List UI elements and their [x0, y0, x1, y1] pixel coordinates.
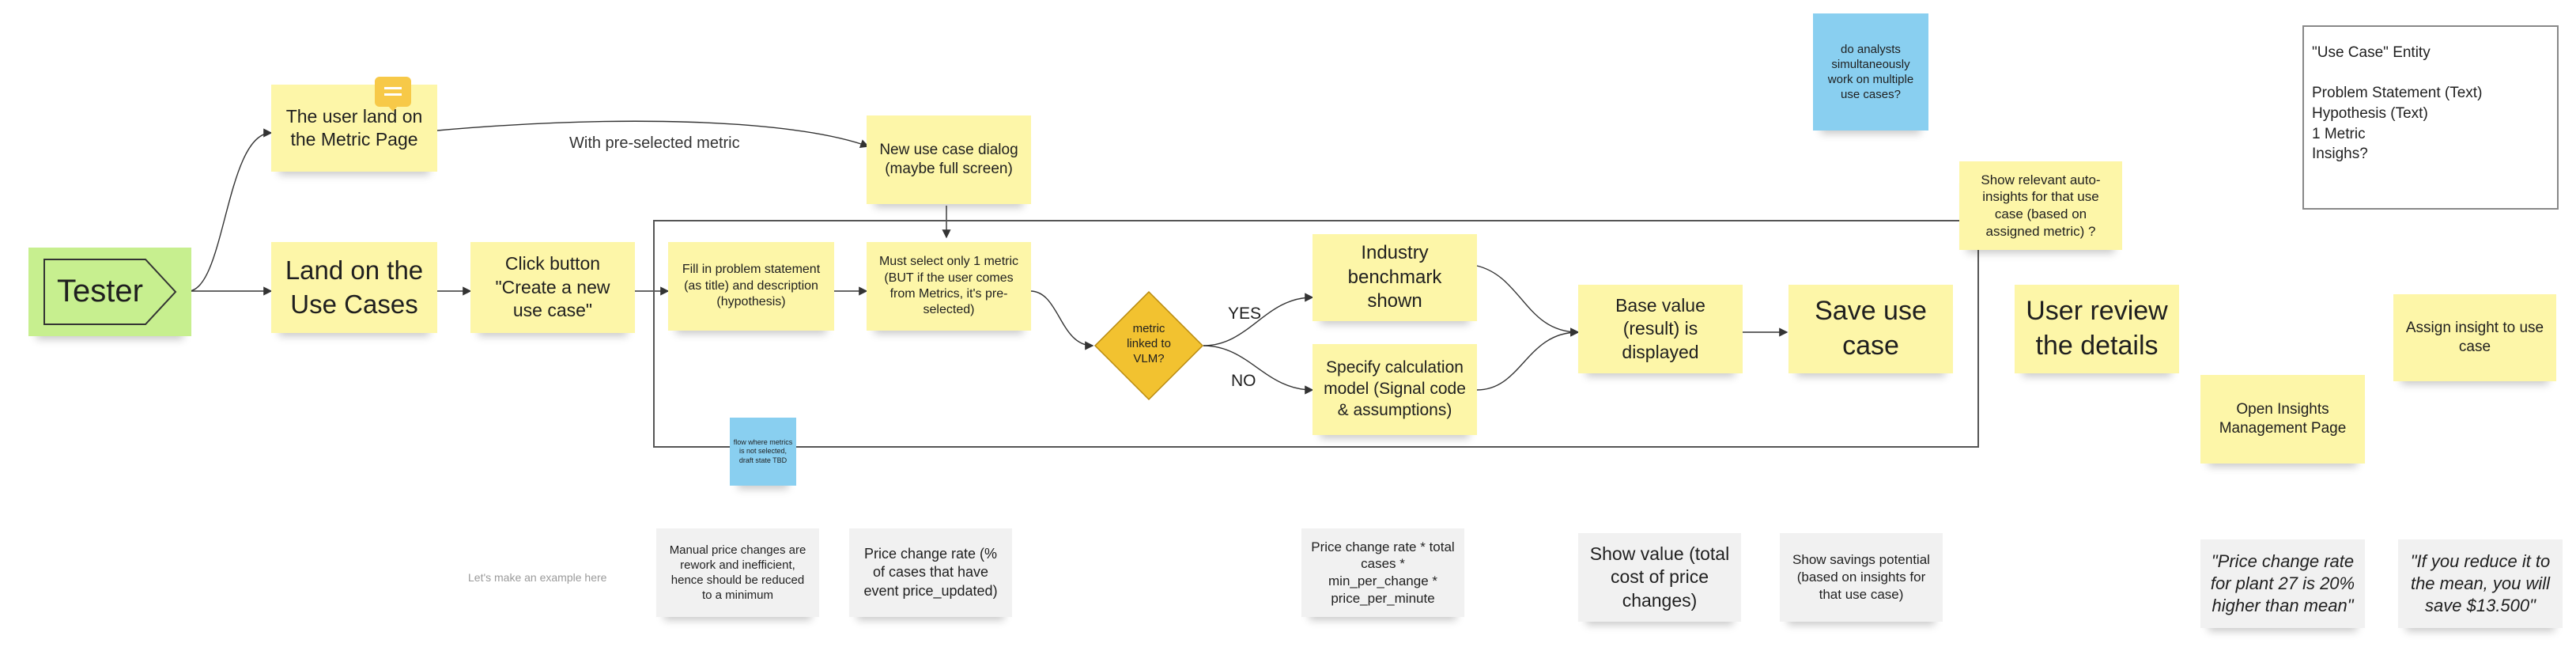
label-example: Let's make an example here: [468, 571, 607, 584]
sticky-user-review[interactable]: User review the details: [2015, 285, 2179, 373]
label-preselected-metric: With pre-selected metric: [569, 134, 740, 152]
pentagon-shape: [43, 259, 177, 325]
sticky-quote-reduce-text: "If you reduce it to the mean, you will …: [2410, 551, 2551, 616]
sticky-user-land-metric-page[interactable]: The user land on the Metric Page: [271, 85, 437, 172]
sticky-tester[interactable]: Tester: [28, 248, 191, 336]
sticky-specify-calculation-text: Specify calculation model (Signal code &…: [1324, 358, 1466, 419]
sticky-new-use-case-dialog-text: New use case dialog (maybe full screen): [879, 141, 1018, 177]
sticky-land-use-cases-text: Land on the Use Cases: [285, 255, 424, 319]
sticky-price-change-rate[interactable]: Price change rate (% of cases that have …: [849, 528, 1012, 617]
sticky-user-review-text: User review the details: [2026, 296, 2168, 361]
sticky-click-button-create-text: Click button "Create a new use case": [495, 253, 610, 321]
sticky-new-use-case-dialog[interactable]: New use case dialog (maybe full screen): [867, 115, 1031, 204]
sticky-base-value[interactable]: Base value (result) is displayed: [1578, 285, 1743, 373]
sticky-price-change-rate-text: Price change rate (% of cases that have …: [863, 546, 998, 599]
sticky-user-land-metric-page-text: The user land on the Metric Page: [285, 105, 423, 149]
sticky-industry-benchmark[interactable]: Industry benchmark shown: [1313, 234, 1477, 321]
sticky-click-button-create[interactable]: Click button "Create a new use case": [470, 242, 635, 333]
comment-tail: [387, 105, 398, 112]
comment-icon[interactable]: [375, 77, 411, 112]
sticky-assign-insight-text: Assign insight to use case: [2405, 319, 2544, 355]
label-no: NO: [1231, 372, 1256, 390]
sticky-show-savings-text: Show savings potential (based on insight…: [1792, 552, 1930, 602]
sticky-formula[interactable]: Price change rate * total cases * min_pe…: [1301, 528, 1464, 617]
sticky-open-insights-text: Open Insights Management Page: [2219, 400, 2347, 437]
sticky-base-value-text: Base value (result) is displayed: [1615, 294, 1705, 362]
sticky-must-select-metric[interactable]: Must select only 1 metric (BUT if the us…: [867, 242, 1031, 331]
sticky-must-select-metric-text: Must select only 1 metric (BUT if the us…: [878, 255, 1019, 317]
label-yes: YES: [1228, 305, 1262, 323]
sticky-fill-problem-statement-text: Fill in problem statement (as title) and…: [682, 263, 821, 309]
comment-line-2: [384, 93, 402, 96]
sticky-show-auto-insights[interactable]: Show relevant auto-insights for that use…: [1959, 161, 2122, 250]
sticky-save-use-case[interactable]: Save use case: [1788, 285, 1953, 373]
sticky-quote-plant-text: "Price change rate for plant 27 is 20% h…: [2210, 551, 2355, 616]
tester-label: Tester: [57, 274, 143, 309]
sticky-formula-text: Price change rate * total cases * min_pe…: [1311, 539, 1455, 606]
create-use-case-frame[interactable]: [653, 220, 1979, 448]
sticky-analysts-question-text: do analysts simultaneously work on multi…: [1827, 42, 1914, 102]
sticky-manual-price-changes-text: Manual price changes are rework and inef…: [669, 543, 806, 603]
sticky-assign-insight[interactable]: Assign insight to use case: [2393, 294, 2556, 381]
sticky-manual-price-changes[interactable]: Manual price changes are rework and inef…: [656, 528, 819, 617]
sticky-industry-benchmark-text: Industry benchmark shown: [1347, 241, 1442, 312]
comment-line-1: [384, 87, 402, 89]
use-case-entity-card[interactable]: "Use Case" Entity Problem Statement (Tex…: [2302, 25, 2559, 210]
sticky-quote-plant[interactable]: "Price change rate for plant 27 is 20% h…: [2200, 539, 2365, 628]
sticky-land-use-cases[interactable]: Land on the Use Cases: [271, 242, 437, 333]
decision-diamond[interactable]: metric linked to VLM?: [1093, 290, 1204, 401]
sticky-analysts-question[interactable]: do analysts simultaneously work on multi…: [1813, 13, 1928, 131]
sticky-specify-calculation[interactable]: Specify calculation model (Signal code &…: [1313, 344, 1477, 435]
decision-label: metric linked to VLM?: [1127, 322, 1171, 365]
sticky-open-insights[interactable]: Open Insights Management Page: [2200, 375, 2365, 464]
sticky-show-value[interactable]: Show value (total cost of price changes): [1578, 533, 1741, 622]
sticky-show-savings[interactable]: Show savings potential (based on insight…: [1780, 533, 1943, 622]
sticky-save-use-case-text: Save use case: [1815, 296, 1927, 361]
sticky-quote-reduce[interactable]: "If you reduce it to the mean, you will …: [2398, 539, 2563, 628]
sticky-flow-note-text: flow where metrics is not selected, draf…: [733, 437, 793, 464]
sticky-flow-note[interactable]: flow where metrics is not selected, draf…: [730, 418, 796, 486]
connector-tester-to-metric-page: [187, 128, 273, 292]
diamond-shape: [1093, 290, 1204, 401]
sticky-show-value-text: Show value (total cost of price changes): [1589, 543, 1730, 611]
sticky-fill-problem-statement[interactable]: Fill in problem statement (as title) and…: [668, 242, 834, 331]
sticky-show-auto-insights-text: Show relevant auto-insights for that use…: [1981, 172, 2101, 239]
tester-arrow-shape: Tester: [43, 258, 177, 326]
